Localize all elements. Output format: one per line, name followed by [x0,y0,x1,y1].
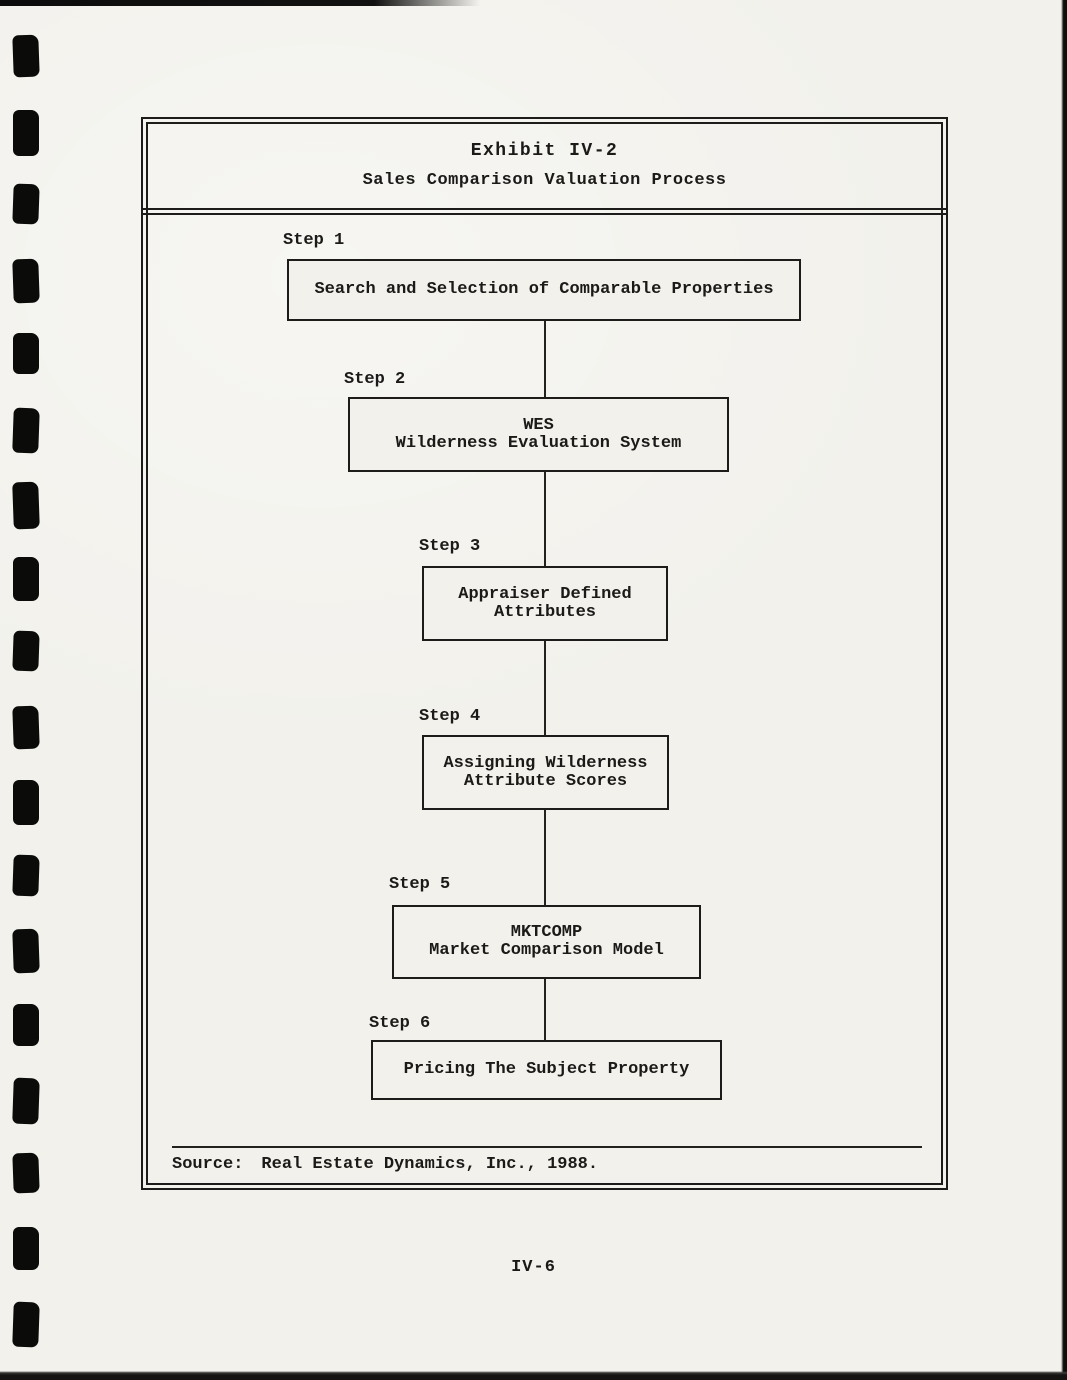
binding-hole [12,183,40,225]
step-4-box: Assigning Wilderness Attribute Scores [422,735,669,810]
scan-edge-artifact-bottom [0,1371,1067,1380]
binding-hole [12,1077,40,1125]
binding-hole [13,1227,39,1270]
binding-hole [12,258,40,303]
step-4-label: Step 4 [419,707,481,726]
source-line: Source: Real Estate Dynamics, Inc., 1988. [172,1156,598,1174]
header-double-rule [143,208,946,215]
exhibit-frame: Exhibit IV-2 Sales Comparison Valuation … [141,117,948,1190]
step-5-box: MKTCOMP Market Comparison Model [392,905,701,979]
step-3-text-line-2: Attributes [493,602,597,622]
flow-connector-line [544,321,546,1042]
step-5-text-line-1: MKTCOMP [510,923,583,942]
step-1-box: Search and Selection of Comparable Prope… [287,259,801,321]
step-2-box: WES Wilderness Evaluation System [348,397,729,472]
scan-edge-artifact-right [1061,0,1067,1380]
binding-hole [12,630,40,672]
binding-hole [12,705,40,749]
page-number: IV-6 [511,1258,556,1277]
step-4-text-line-1: Assigning Wilderness [443,753,648,773]
scan-edge-artifact-top [0,0,480,6]
step-2-text-line-1: WES [523,415,554,435]
binding-hole [13,333,39,374]
binding-hole [12,854,40,896]
exhibit-subtitle: Sales Comparison Valuation Process [362,171,727,190]
step-6-label: Step 6 [369,1014,431,1033]
step-3-label: Step 3 [419,537,481,556]
step-3-text-line-1: Appraiser Defined [458,584,632,604]
step-6-text: Pricing The Subject Property [403,1060,690,1079]
source-label: Source: [172,1155,244,1174]
step-5-label: Step 5 [389,875,451,894]
step-6-box: Pricing The Subject Property [371,1040,722,1100]
step-3-box: Appraiser Defined Attributes [422,566,668,641]
exhibit-title: Exhibit IV-2 [470,141,619,161]
source-text: Real Estate Dynamics, Inc., 1988. [261,1155,599,1174]
binding-hole [12,1301,40,1347]
binding-hole [13,1003,39,1046]
step-2-label: Step 2 [344,370,406,389]
binding-hole [12,481,40,530]
source-rule [172,1146,922,1148]
binding-hole [12,928,40,974]
step-2-text-line-2: Wilderness Evaluation System [395,433,682,453]
step-1-label: Step 1 [283,231,345,250]
step-1-text: Search and Selection of Comparable Prope… [314,280,774,299]
binding-hole [13,780,39,825]
step-4-text-line-2: Attribute Scores [463,771,628,791]
binding-hole [12,407,40,453]
step-5-text-line-2: Market Comparison Model [429,941,664,960]
binding-hole [12,34,40,78]
binding-hole [13,109,39,156]
binding-hole [12,1152,40,1193]
binding-hole [13,556,39,601]
